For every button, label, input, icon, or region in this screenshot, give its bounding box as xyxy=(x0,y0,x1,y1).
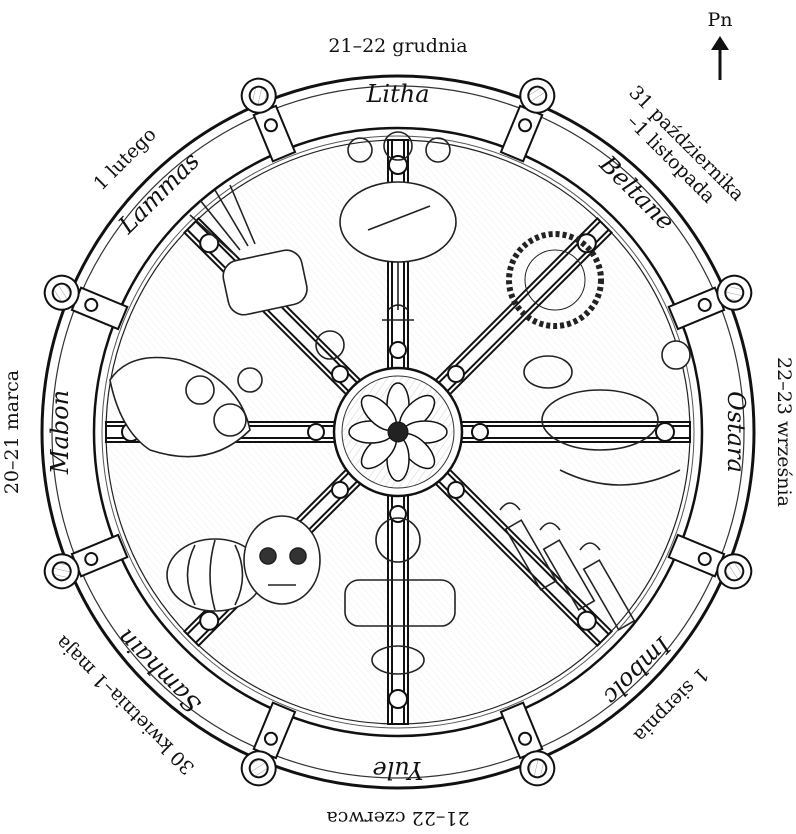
north-arrowhead-icon xyxy=(711,36,729,50)
festival-mabon: Mabon xyxy=(46,390,74,475)
date-ostara: 22–23 września xyxy=(773,357,795,507)
festival-ostara: Ostara xyxy=(722,391,750,473)
festival-yule: Yule xyxy=(372,756,423,784)
festival-litha: Litha xyxy=(365,80,429,108)
north-indicator: Pn xyxy=(707,9,732,80)
central-rosette xyxy=(334,368,462,496)
date-litha: 21–22 grudnia xyxy=(328,35,467,57)
date-mabon: 20–21 marca xyxy=(1,370,23,494)
north-label: Pn xyxy=(707,9,732,31)
date-yule: 21–22 czerwca xyxy=(326,807,469,829)
